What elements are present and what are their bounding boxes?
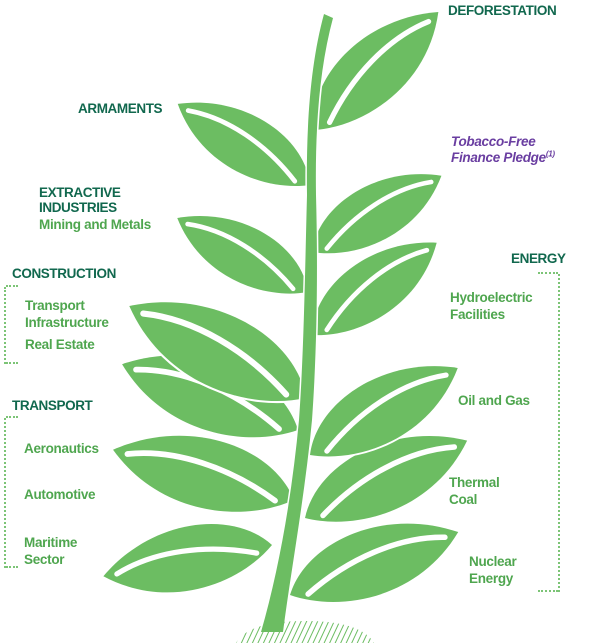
transport-item-automotive: Automotive	[24, 487, 96, 502]
energy-item-thermal-coal: Thermal Coal	[449, 475, 500, 507]
pledge-text: Tobacco-Free Finance Pledge	[451, 134, 546, 165]
soil-hatch-icon	[236, 621, 374, 643]
construction-title: CONSTRUCTION	[12, 266, 116, 281]
energy-title: ENERGY	[511, 251, 566, 266]
armaments-label: ARMAMENTS	[78, 101, 163, 116]
transport-bracket	[4, 416, 18, 568]
construction-bracket	[4, 285, 18, 364]
extractive-industries-title: EXTRACTIVE INDUSTRIES	[39, 185, 121, 215]
energy-item-oil-and-gas: Oil and Gas	[458, 393, 530, 408]
construction-item-transport-infrastructure: Transport Infrastructure	[25, 298, 109, 330]
construction-item-real-estate: Real Estate	[25, 337, 95, 352]
stem	[259, 11, 335, 634]
pledge-superscript: (1)	[545, 149, 555, 158]
tobacco-pledge-label: Tobacco-Free Finance Pledge(1)	[451, 134, 555, 165]
transport-title: TRANSPORT	[12, 398, 93, 413]
transport-item-maritime-sector: Maritime Sector	[24, 535, 78, 567]
energy-item-nuclear-energy: Nuclear Energy	[469, 554, 517, 586]
energy-bracket	[538, 272, 560, 592]
transport-item-aeronautics: Aeronautics	[24, 441, 99, 456]
mining-metals-label: Mining and Metals	[39, 217, 151, 232]
deforestation-label: DEFORESTATION	[448, 3, 557, 18]
energy-item-hydroelectric-facilities: Hydroelectric Facilities	[450, 290, 533, 322]
